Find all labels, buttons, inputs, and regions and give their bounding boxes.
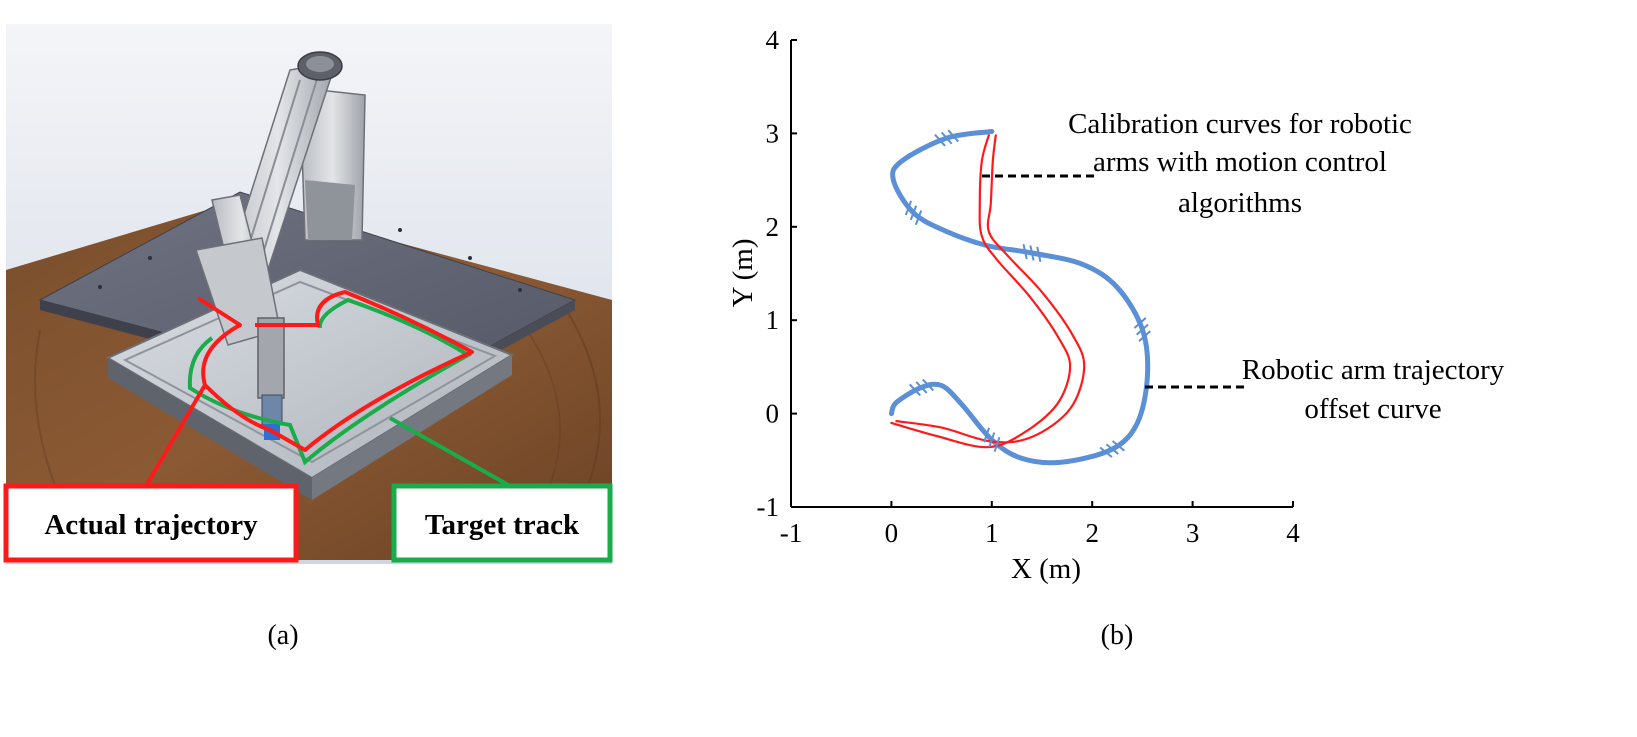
y-axis-label: Y (m) bbox=[727, 239, 759, 308]
hatch-mark bbox=[1133, 317, 1147, 329]
hatch-mark bbox=[983, 427, 990, 443]
calibration-annotation-line-1: Calibration curves for robotic bbox=[1068, 108, 1412, 140]
y-tick-label: 1 bbox=[766, 305, 780, 335]
hatch-mark bbox=[993, 436, 1001, 452]
hatch-mark bbox=[1022, 243, 1028, 260]
calibration-annotation-line-2: arms with motion control bbox=[1093, 146, 1387, 178]
hatch-mark bbox=[1029, 245, 1035, 261]
offset-curve-hatch-marks bbox=[904, 129, 1151, 458]
caption-a: (a) bbox=[267, 620, 298, 651]
hatch-mark bbox=[1105, 443, 1119, 455]
calibration-inner-line bbox=[890, 134, 1072, 449]
actual-trajectory-curve bbox=[196, 290, 474, 452]
x-tick-label: 0 bbox=[885, 518, 899, 548]
hatch-mark bbox=[922, 378, 935, 392]
target-track-box bbox=[391, 483, 613, 563]
y-tick-label: -1 bbox=[757, 492, 780, 522]
hatch-mark bbox=[947, 129, 960, 143]
target-track-label: Target track bbox=[425, 509, 580, 541]
axis-ticks: -1 0 1 2 3 4 -1 0 1 2 3 4 bbox=[757, 25, 1301, 548]
offset-curve-line bbox=[888, 129, 1151, 466]
hatch-mark bbox=[914, 210, 923, 226]
x-tick-label: -1 bbox=[780, 518, 803, 548]
hatch-mark bbox=[1111, 440, 1126, 452]
x-tick-label: 1 bbox=[985, 518, 999, 548]
hatch-mark bbox=[1136, 323, 1149, 336]
hatch-mark bbox=[988, 432, 996, 448]
hatch-mark bbox=[1036, 246, 1042, 262]
calibration-outer-line bbox=[895, 134, 1086, 444]
panel-b-chart: -1 0 1 2 3 4 -1 0 1 2 3 4 X (m) Y (m) Calibration c… bbox=[727, 25, 1505, 651]
offset-annotation-line-1: Robotic arm trajectory bbox=[1242, 354, 1505, 386]
caption-b: (b) bbox=[1101, 620, 1134, 651]
robot-arm bbox=[195, 51, 366, 440]
offset-annotation-line-2: offset curve bbox=[1304, 393, 1441, 425]
y-tick-label: 2 bbox=[766, 212, 780, 242]
calibration-annotation-line-3: algorithms bbox=[1178, 187, 1302, 219]
series-layer bbox=[888, 129, 1151, 466]
x-tick-label: 4 bbox=[1286, 518, 1300, 548]
hatch-mark bbox=[915, 381, 928, 394]
y-tick-label: 4 bbox=[766, 25, 780, 55]
target-track-curve bbox=[187, 297, 472, 466]
panel-a: Actual trajectory Target track (a) bbox=[3, 24, 613, 651]
y-tick-label: 3 bbox=[766, 118, 780, 148]
actual-trajectory-box bbox=[3, 483, 299, 563]
hatch-mark bbox=[1099, 446, 1113, 458]
hatch-mark bbox=[1138, 330, 1151, 343]
hatch-mark bbox=[934, 133, 946, 147]
y-tick-label: 0 bbox=[766, 399, 780, 429]
x-tick-label: 2 bbox=[1085, 518, 1099, 548]
hatch-mark bbox=[904, 200, 913, 216]
hatch-mark bbox=[909, 205, 918, 221]
actual-trajectory-label: Actual trajectory bbox=[44, 509, 258, 541]
x-axis-label: X (m) bbox=[1011, 553, 1081, 585]
x-tick-label: 3 bbox=[1186, 518, 1200, 548]
hatch-mark bbox=[940, 131, 953, 145]
hatch-mark bbox=[908, 383, 921, 397]
